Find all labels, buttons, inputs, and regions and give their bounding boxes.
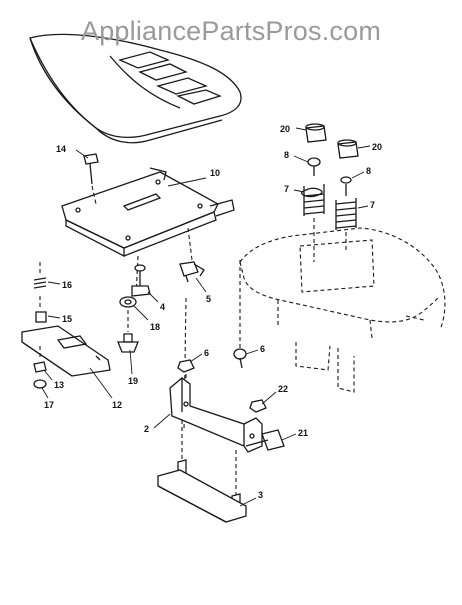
callout-8-left: 8 [284,150,289,160]
callout-18: 18 [150,322,160,332]
spring-16 [33,262,47,289]
washer-17 [33,346,47,389]
callout-5: 5 [206,294,211,304]
washer-18 [119,296,137,308]
callout-8-right: 8 [366,166,371,176]
leader-lines [41,127,371,507]
callout-10: 10 [210,168,220,178]
callout-2: 2 [144,424,149,434]
bolt-14 [83,153,99,205]
bracket-12 [21,325,111,377]
callout-22: 22 [278,384,288,394]
callout-14: 14 [56,144,66,154]
bushing-15 [35,296,47,323]
guide-line [187,227,193,261]
callout-7-left: 7 [284,184,289,194]
callout-16: 16 [62,280,72,290]
callout-17: 17 [44,400,54,410]
callout-15: 15 [62,314,72,324]
knob-4 [131,264,151,297]
callout-3: 3 [258,490,263,500]
seat-pan [61,167,235,258]
callout-7-right: 7 [370,200,375,210]
nut-22 [249,399,267,413]
callout-6-left: 6 [204,348,209,358]
base-bracket-3 [157,420,247,523]
callout-12: 12 [112,400,122,410]
retainer-8-left [307,157,321,176]
callout-20-right: 20 [372,142,382,152]
retainer-8-right [340,176,352,196]
callout-13: 13 [54,380,64,390]
callout-21: 21 [298,428,308,438]
callout-19: 19 [128,376,138,386]
spring-7-right [335,198,357,230]
seat [29,33,242,144]
nut-6-left [177,359,195,380]
callout-labels: 10 14 16 15 4 5 18 19 13 17 12 6 6 22 21… [44,124,382,500]
callout-20-left: 20 [280,124,290,134]
spring-7-left [300,184,325,216]
clip-5 [179,261,205,283]
callout-6-right: 6 [260,344,265,354]
watermark: AppliancePartsPros.com [80,16,382,46]
callout-4: 4 [160,302,165,312]
bolt-21 [245,429,285,451]
knob-19 [117,310,139,353]
cap-20-left [305,123,327,143]
clip-6-right [233,348,247,369]
fender [239,227,446,393]
cap-20-right [337,139,359,159]
pivot-bracket [169,377,263,453]
nut-13 [33,361,47,373]
